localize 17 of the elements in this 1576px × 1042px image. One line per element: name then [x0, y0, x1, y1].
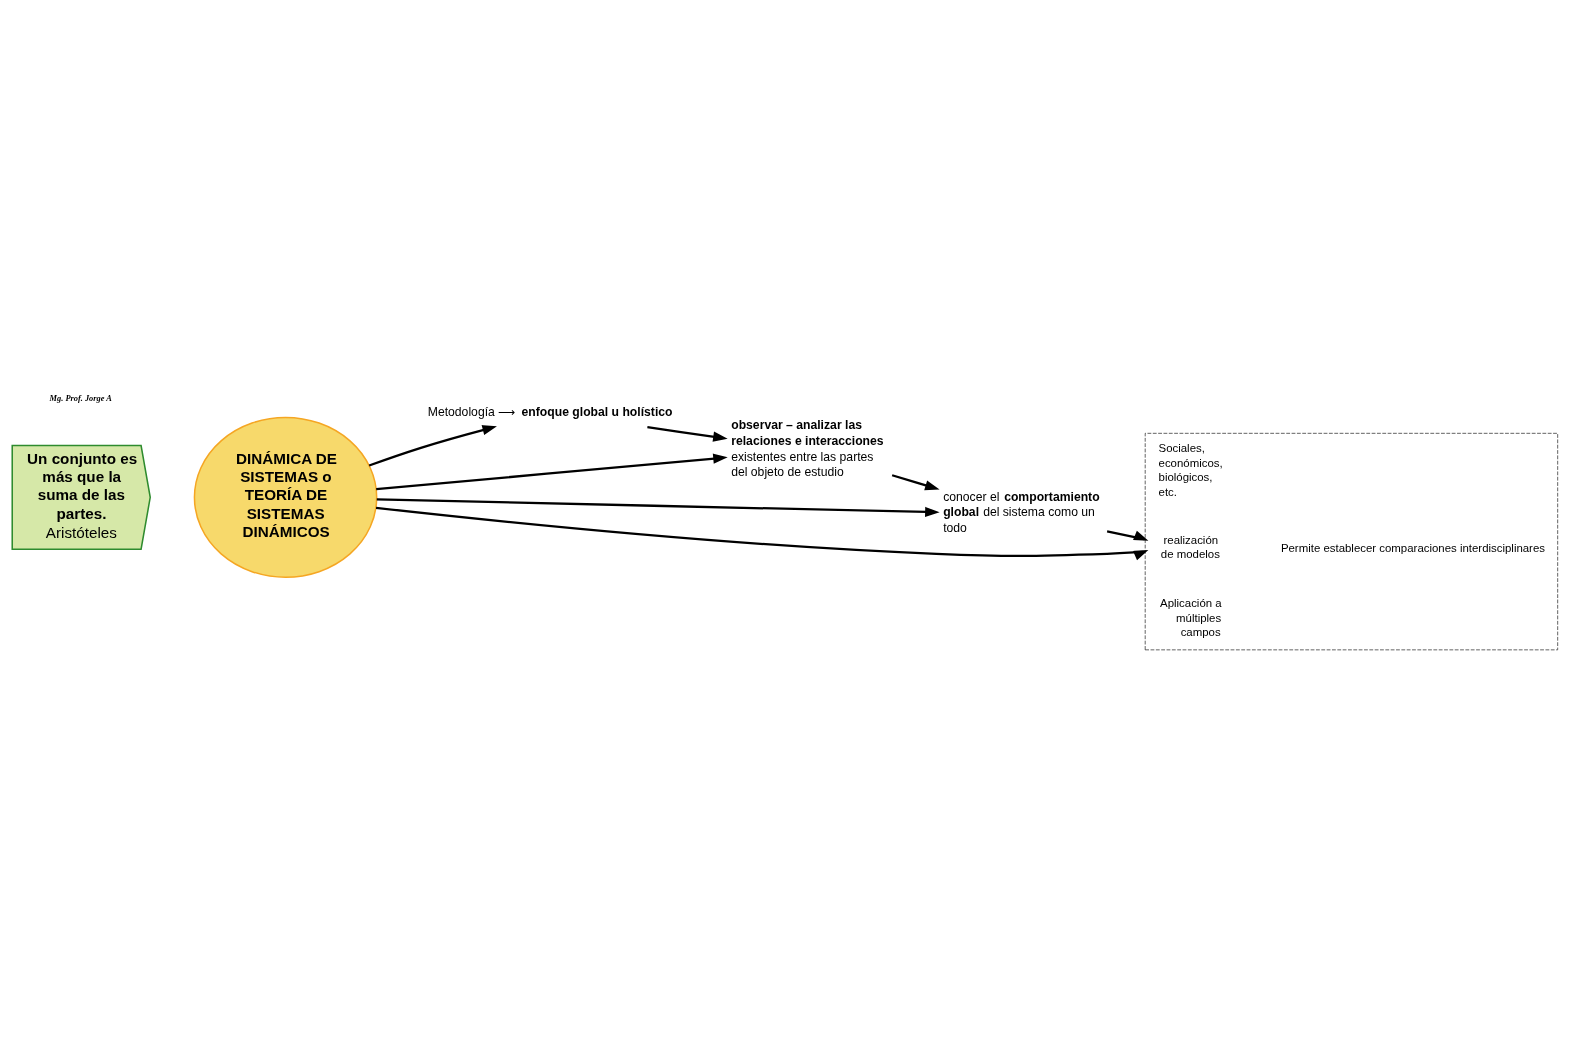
node-text: Sociales, económicos, biológicos, etc. — [1158, 442, 1223, 498]
node-text: Metodología ⟶ enfoque global u holístico — [427, 404, 673, 419]
node-ellipse: DINÁMICA DE SISTEMAS o TEORÍA DE SISTEMAS DINÁMICOS — [193, 416, 378, 579]
node-text: conocer el comportamiento global del sistema como un todo — [943, 490, 1100, 536]
arrow — [376, 453, 728, 491]
cluster — [1144, 432, 1559, 651]
arrow — [368, 425, 497, 467]
arrow — [1106, 530, 1149, 541]
arrow — [647, 426, 728, 442]
label: Mg. Prof. Jorge A — [49, 394, 112, 404]
arrow — [891, 474, 940, 491]
node-text: Aplicación a múltiples campos — [1160, 597, 1222, 639]
node-text: Permite establecer comparaciones interdisciplinares — [1280, 541, 1546, 554]
arrow — [375, 506, 1149, 561]
node-text: observar – analizar las relaciones e interacciones existentes entre las partes del objeto de estudio — [731, 418, 884, 479]
arrow — [376, 498, 940, 518]
node-text: realización de modelos — [1160, 533, 1220, 561]
